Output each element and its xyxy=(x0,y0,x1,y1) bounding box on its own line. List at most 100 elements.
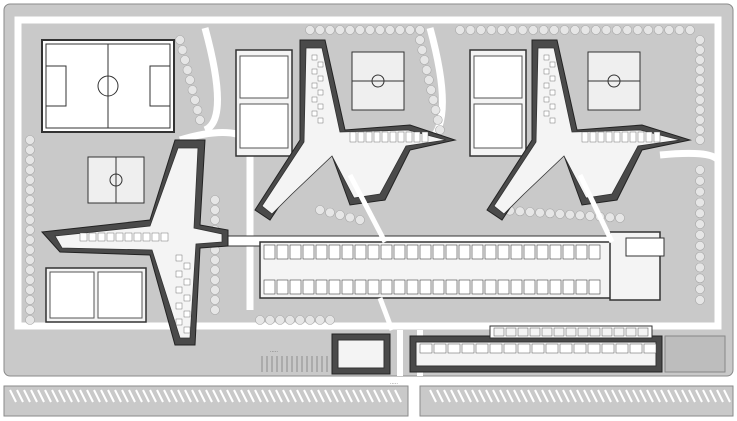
south-room xyxy=(489,343,503,354)
hatch-mark xyxy=(457,389,465,403)
tree xyxy=(695,219,705,229)
hatch-mark xyxy=(359,389,367,403)
tree xyxy=(265,315,275,325)
classroom xyxy=(588,279,601,295)
tree xyxy=(695,262,705,273)
tree xyxy=(695,35,705,45)
tree xyxy=(210,265,220,275)
tree xyxy=(190,95,200,105)
tree xyxy=(570,25,580,35)
hatch-mark xyxy=(345,389,353,403)
classroom xyxy=(510,279,523,295)
wing-room xyxy=(133,232,142,242)
access-path xyxy=(347,173,388,244)
south-room xyxy=(553,327,565,337)
tree xyxy=(486,25,497,35)
classroom xyxy=(484,279,497,295)
classroom xyxy=(536,279,549,295)
classroom xyxy=(328,244,341,260)
hatch-mark xyxy=(688,389,696,403)
south-room xyxy=(589,327,601,337)
tree xyxy=(25,275,35,285)
classroom xyxy=(328,279,341,295)
classroom xyxy=(510,244,523,260)
wing-room xyxy=(373,131,381,143)
classroom xyxy=(458,279,471,295)
hatch-mark xyxy=(653,389,661,403)
wing-room xyxy=(637,131,645,143)
tree xyxy=(25,155,35,165)
classroom xyxy=(406,279,419,295)
tree xyxy=(25,305,35,315)
wing-room xyxy=(88,232,97,242)
tree xyxy=(695,208,705,219)
building-wings xyxy=(40,39,692,346)
tree xyxy=(507,25,518,35)
hatch-mark xyxy=(240,389,248,403)
tree xyxy=(424,75,434,85)
tree xyxy=(695,165,705,175)
hatch-mark xyxy=(541,389,549,403)
hatch-mark xyxy=(639,389,647,403)
tree xyxy=(695,251,705,262)
tree xyxy=(426,85,436,95)
classroom xyxy=(419,279,432,295)
hatch-mark xyxy=(37,389,45,403)
road-marking xyxy=(230,378,236,381)
tree xyxy=(285,315,295,325)
hatch-mark xyxy=(681,389,689,403)
hatch-mark xyxy=(275,389,283,403)
hatch-mark xyxy=(23,389,31,403)
tree xyxy=(555,209,565,219)
classroom xyxy=(575,244,588,260)
tree xyxy=(575,210,585,221)
access-path xyxy=(577,173,615,244)
tree xyxy=(315,205,325,215)
classroom-rows xyxy=(263,244,601,295)
tree xyxy=(210,275,220,285)
classroom xyxy=(302,244,315,260)
tree xyxy=(538,25,549,35)
hatch-mark xyxy=(170,389,178,403)
wing-room xyxy=(317,61,324,68)
classroom xyxy=(549,244,562,260)
road-marking xyxy=(50,378,56,381)
classroom xyxy=(263,279,276,295)
hatch-mark xyxy=(492,389,500,403)
hatch-mark xyxy=(590,389,598,403)
road-marking xyxy=(60,378,66,381)
parking-label: ..... xyxy=(270,348,278,354)
south-room xyxy=(475,343,489,354)
tree xyxy=(695,115,705,125)
hatch-mark xyxy=(205,389,213,403)
road-marking xyxy=(240,378,246,381)
wing-room xyxy=(311,82,318,89)
road-marking xyxy=(160,378,166,381)
tree xyxy=(535,207,545,218)
road-marking xyxy=(280,378,286,381)
hatch-mark xyxy=(660,389,668,403)
wing-room xyxy=(581,131,589,143)
classroom xyxy=(289,279,302,295)
classroom xyxy=(354,279,367,295)
wing-room xyxy=(543,82,550,89)
road-marking xyxy=(80,378,86,381)
classroom xyxy=(380,244,393,260)
tree xyxy=(695,284,705,294)
classroom xyxy=(315,279,328,295)
hatch-mark xyxy=(548,389,556,403)
tree xyxy=(432,115,443,125)
south-room xyxy=(517,343,531,354)
classroom xyxy=(315,244,328,260)
classroom xyxy=(393,244,406,260)
road-marking xyxy=(310,378,316,381)
hatch-mark xyxy=(373,389,381,403)
south-room xyxy=(565,327,577,337)
hatch-mark xyxy=(44,389,52,403)
tree xyxy=(325,207,335,218)
tree xyxy=(497,25,507,35)
classroom xyxy=(263,244,276,260)
wing-room xyxy=(115,232,124,242)
wing-room xyxy=(183,278,191,286)
tree xyxy=(580,25,591,35)
